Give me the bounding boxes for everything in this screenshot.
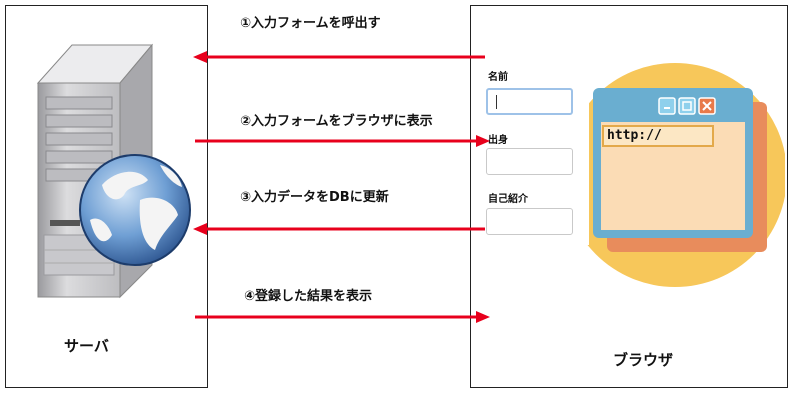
browser-label: ブラウザ — [613, 351, 674, 369]
server-icon — [36, 43, 191, 299]
server-label: サーバ — [64, 337, 109, 355]
step-3-label: ③入力データをDBに更新 — [240, 190, 389, 205]
form-label-hometown: 出身 — [488, 135, 508, 146]
arrowhead-step-1 — [193, 51, 207, 63]
name-input[interactable] — [486, 88, 573, 115]
form-label-name: 名前 — [488, 72, 508, 83]
step-2-label: ②入力フォームをブラウザに表示 — [240, 114, 433, 129]
text-caret — [496, 95, 497, 109]
intro-input[interactable] — [486, 208, 573, 235]
arrowhead-step-4 — [476, 311, 490, 323]
step-1-label: ①入力フォームを呼出す — [240, 16, 381, 31]
hometown-input[interactable] — [486, 148, 573, 175]
step-4-label: ④登録した結果を表示 — [244, 289, 373, 304]
arrowhead-step-2 — [476, 135, 490, 147]
browser-icon — [563, 63, 785, 287]
arrowhead-step-3 — [193, 223, 207, 235]
form-label-intro: 自己紹介 — [488, 194, 528, 205]
url-text: http:// — [607, 128, 662, 143]
